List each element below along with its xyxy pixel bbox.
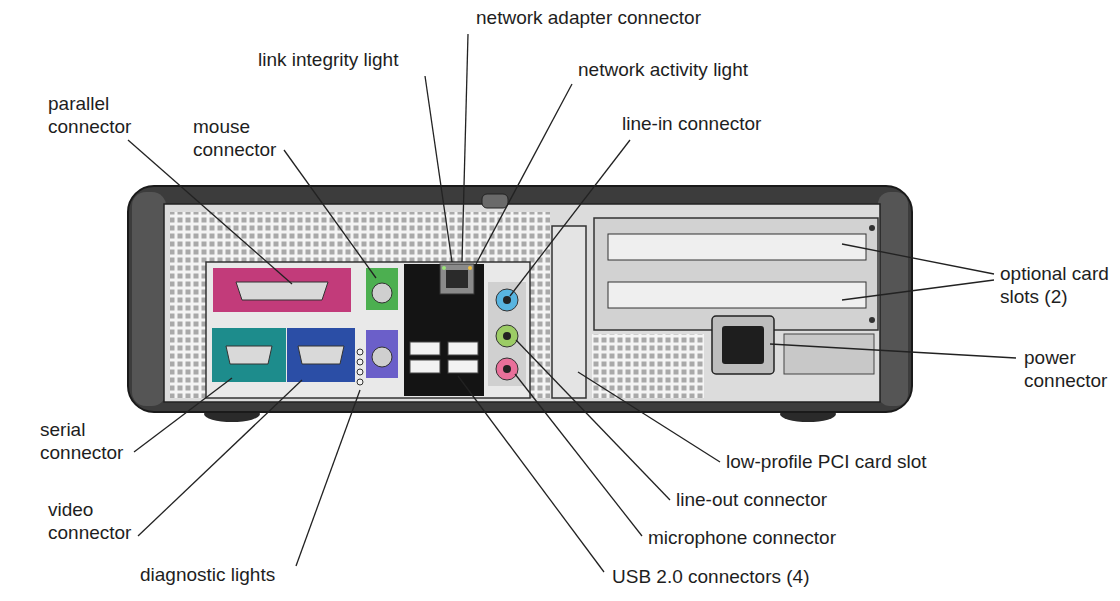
leader-line: [134, 378, 232, 452]
part-label: video connector: [48, 498, 143, 544]
leader-line: [510, 140, 630, 296]
leader-line: [476, 84, 572, 264]
network-socket: [446, 270, 468, 288]
serial-socket: [226, 346, 272, 364]
card-slot: [608, 282, 866, 308]
part-label: link integrity light: [258, 48, 398, 71]
part-label: network activity light: [578, 58, 748, 81]
part-label: parallel connector: [48, 92, 158, 138]
card-cage: [594, 218, 878, 330]
screw: [869, 317, 875, 323]
activity-light: [468, 266, 472, 270]
leader-lines: [128, 34, 1016, 572]
cover-latch: [482, 194, 508, 208]
link-light: [442, 266, 446, 270]
keyboard-port: [366, 330, 398, 378]
video-port: [287, 328, 355, 382]
part-label: low-profile PCI card slot: [726, 450, 927, 473]
leader-line: [515, 374, 642, 536]
usb-port: [410, 342, 440, 355]
usb-port: [448, 342, 478, 355]
jack-hole: [503, 365, 511, 373]
side-edge: [878, 192, 908, 406]
part-label: serial connector: [40, 418, 135, 464]
network-usb-block: [404, 264, 484, 396]
jack-hole: [503, 296, 511, 304]
leader-line: [425, 76, 452, 262]
leader-line: [842, 244, 994, 274]
screw: [869, 225, 875, 231]
diagnostic-light: [357, 359, 363, 365]
part-label: line-in connector: [622, 112, 761, 135]
part-label: diagnostic lights: [140, 563, 275, 586]
leader-line: [842, 280, 994, 300]
vent-grid: [530, 262, 550, 398]
line-out-jack: [496, 325, 518, 347]
leader-line: [128, 140, 292, 284]
leader-line: [578, 372, 720, 462]
leader-line: [462, 34, 468, 262]
usb-port: [448, 360, 478, 373]
serial-port: [212, 328, 286, 382]
part-label: line-out connector: [676, 488, 827, 511]
mouse-port: [366, 268, 398, 310]
part-label: optional card slots (2): [1000, 262, 1112, 308]
part-label: microphone connector: [648, 526, 836, 549]
part-label: network adapter connector: [476, 6, 701, 29]
psu-plate: [784, 334, 874, 374]
network-port: [440, 264, 474, 294]
mouse-socket: [372, 283, 392, 303]
leader-line: [138, 380, 302, 536]
line-in-jack: [496, 289, 518, 311]
video-socket: [298, 346, 344, 364]
front-bezel-edge: [132, 192, 166, 406]
jack-hole: [503, 332, 511, 340]
leader-line: [516, 340, 670, 500]
pci-slot-cover: [552, 226, 586, 398]
part-label: mouse connector: [193, 115, 303, 161]
io-panel: [206, 262, 530, 398]
vent-grid: [170, 212, 550, 262]
parallel-socket: [236, 282, 328, 300]
leader-line: [770, 344, 1016, 358]
vent-grid: [592, 334, 704, 398]
power-socket: [722, 326, 764, 364]
vent-grid: [170, 262, 206, 398]
part-label: power connector: [1024, 346, 1114, 392]
chassis: [128, 186, 912, 412]
back-plate: [164, 204, 880, 402]
leader-line: [284, 150, 376, 278]
power-inlet: [712, 316, 774, 374]
diagnostic-light: [357, 379, 363, 385]
card-slot: [608, 234, 866, 260]
diagnostic-light: [357, 349, 363, 355]
diagnostic-light: [357, 369, 363, 375]
microphone-jack: [496, 358, 518, 380]
audio-panel: [488, 282, 526, 386]
leader-line: [296, 390, 360, 566]
part-label: USB 2.0 connectors (4): [612, 565, 809, 588]
keyboard-socket: [372, 347, 392, 367]
leader-line: [458, 376, 604, 572]
usb-port: [410, 360, 440, 373]
